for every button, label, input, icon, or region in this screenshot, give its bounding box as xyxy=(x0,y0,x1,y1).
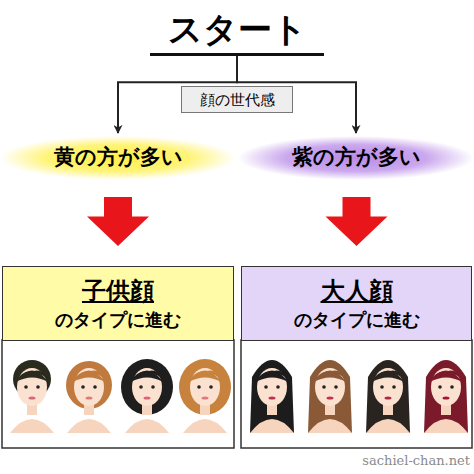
node-text: 紫の方が多い xyxy=(292,145,421,170)
choice-glow: 紫の方が多い xyxy=(238,136,474,180)
face-panel xyxy=(2,340,234,448)
node-text: のタイプに進む xyxy=(294,309,420,331)
face-figure xyxy=(424,360,468,433)
node-text: 黄の方が多い xyxy=(54,145,183,170)
face-figure xyxy=(366,360,410,433)
result-heading: 子供顔 xyxy=(82,277,154,306)
face-panel xyxy=(241,340,472,448)
faces xyxy=(10,359,468,433)
face-figure xyxy=(179,359,231,433)
block-arrow xyxy=(326,197,388,246)
node-text: のタイプに進む xyxy=(55,309,181,331)
choice-glow: 黄の方が多い xyxy=(0,136,236,180)
result-box: 子供顔のタイプに進む xyxy=(2,266,234,341)
face-figure xyxy=(308,360,352,433)
result-heading: 大人顔 xyxy=(321,277,393,306)
face-figure xyxy=(250,360,294,433)
watermark: sachiel-chan.net xyxy=(362,453,470,468)
result-box: 大人顔のタイプに進む xyxy=(241,266,472,341)
face-figure xyxy=(10,360,54,433)
node-text: 顔の世代感 xyxy=(200,91,275,109)
node-text: スタート xyxy=(168,9,307,50)
block-arrow xyxy=(87,197,149,246)
face-figure xyxy=(66,361,112,433)
start-heading: スタート xyxy=(150,6,324,56)
criterion-tag: 顔の世代感 xyxy=(181,86,293,113)
face-figure xyxy=(121,359,173,433)
